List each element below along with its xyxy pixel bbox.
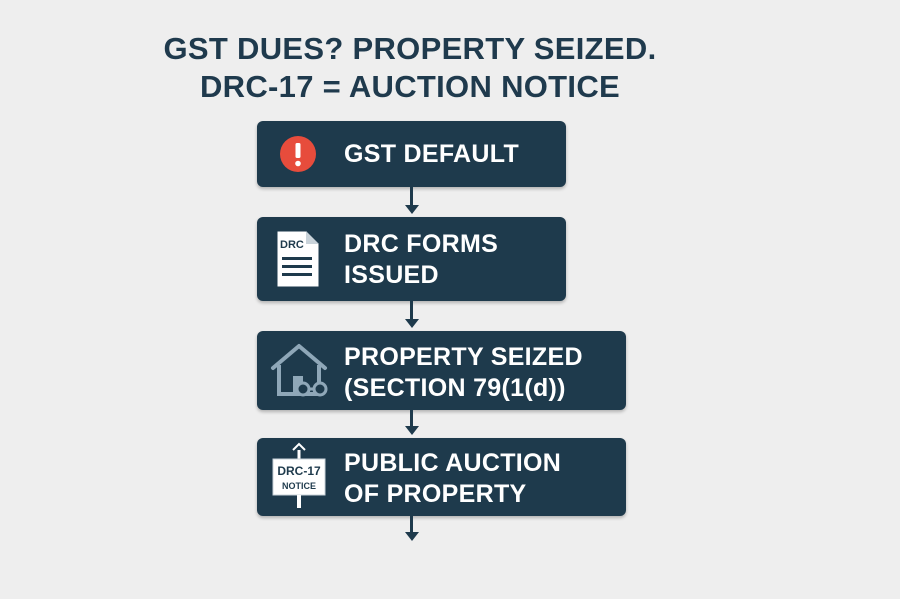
step-property-seized: PROPERTY SEIZED (SECTION 79(1(d)) xyxy=(257,331,626,410)
step-label-line-1: PROPERTY SEIZED xyxy=(344,343,583,371)
title-line-1: GST DUES? PROPERTY SEIZED. xyxy=(163,31,657,66)
step-label-line-2: ISSUED xyxy=(344,261,439,289)
arrow-down-icon xyxy=(405,319,419,328)
step-label-line-1: PUBLIC AUCTION xyxy=(344,449,562,477)
document-icon: DRC xyxy=(275,229,321,289)
title-line-2: DRC-17 = AUCTION NOTICE xyxy=(200,69,620,104)
arrow-down-icon xyxy=(405,426,419,435)
connector-line xyxy=(410,301,413,320)
step-gst-default: GST DEFAULT xyxy=(257,121,566,187)
connector-line xyxy=(410,516,413,533)
step-label-line-2: (SECTION 79(1(d)) xyxy=(344,374,566,402)
alert-icon xyxy=(279,135,317,173)
step-public-auction: DRC-17 NOTICE PUBLIC AUCTION OF PROPERTY xyxy=(257,438,626,516)
step-label-line-1: DRC FORMS xyxy=(344,230,499,258)
connector-line xyxy=(410,410,413,427)
step-drc-forms-issued: DRC DRC FORMS ISSUED xyxy=(257,217,566,301)
arrow-down-icon xyxy=(405,205,419,214)
notice-sign-icon: DRC-17 NOTICE xyxy=(271,442,327,508)
house-handcuffs-icon xyxy=(269,342,331,398)
step-label-line-2: OF PROPERTY xyxy=(344,480,527,508)
arrow-down-icon xyxy=(405,532,419,541)
notice-sign-text-1: DRC-17 xyxy=(277,464,321,478)
notice-sign-text-2: NOTICE xyxy=(282,481,316,491)
step-label: GST DEFAULT xyxy=(344,140,520,168)
document-icon-text: DRC xyxy=(280,239,304,251)
connector-line xyxy=(410,187,413,206)
